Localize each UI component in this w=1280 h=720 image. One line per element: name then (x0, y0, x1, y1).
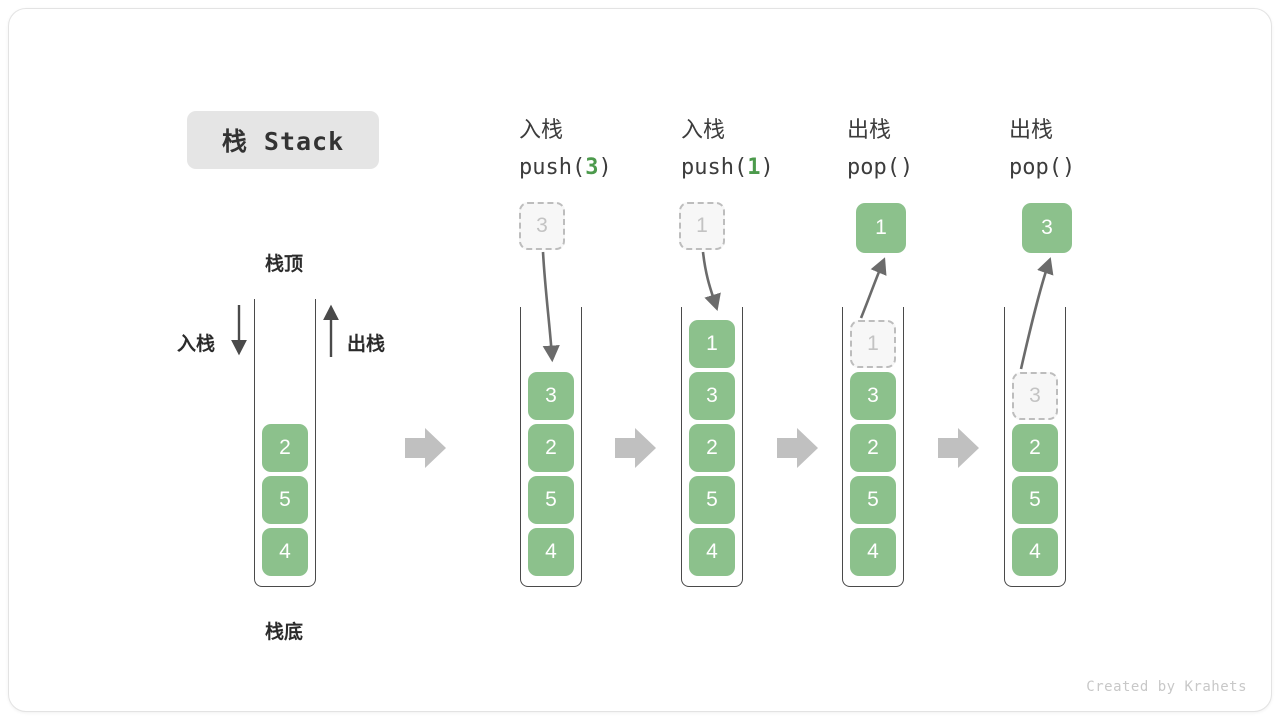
stack-cell: 4 (1012, 528, 1058, 576)
pop-side-label: 出栈 (347, 334, 386, 355)
stack-cell: 1 (850, 320, 896, 368)
stack-cell: 2 (850, 424, 896, 472)
step-header-line1: 入栈 (681, 118, 726, 143)
stack-bottom-label: 栈底 (264, 622, 303, 643)
step-header-line2: pop() (847, 149, 1027, 186)
footer-credit: Created by Krahets (1086, 679, 1247, 695)
stack-cell: 1 (689, 320, 735, 368)
floating-cell: 3 (1022, 203, 1072, 253)
stack-cell: 3 (1012, 372, 1058, 420)
stack-cell: 5 (689, 476, 735, 524)
diagram-stage: 栈 Stack 栈顶 入栈 出栈 2 5 4 栈底 入栈 push(3) 3 3… (9, 9, 1271, 711)
stack-cell: 2 (528, 424, 574, 472)
stack-cell: 3 (850, 372, 896, 420)
stack-cell: 2 (1012, 424, 1058, 472)
step-close: ) (1061, 155, 1076, 180)
step-close: ) (760, 155, 774, 180)
stack-cell: 4 (528, 528, 574, 576)
floating-cell: 1 (679, 202, 725, 250)
diagram-frame: 栈 Stack 栈顶 入栈 出栈 2 5 4 栈底 入栈 push(3) 3 3… (8, 8, 1272, 712)
step-close: ) (899, 155, 914, 180)
step-header-line2: push(1) (681, 149, 861, 186)
step-header-line2: push(3) (519, 149, 699, 186)
title-badge: 栈 Stack (187, 111, 379, 169)
curved-arrow-push-1-icon (701, 251, 721, 311)
stack-cell: 5 (262, 476, 308, 524)
flow-arrow-icon (615, 428, 656, 468)
floating-cell: 3 (519, 202, 565, 250)
step-header-line1: 出栈 (847, 118, 892, 143)
stack-cell: 3 (528, 372, 574, 420)
stack-cell: 2 (262, 424, 308, 472)
stack-cell: 5 (1012, 476, 1058, 524)
step-header-push-3: 入栈 push(3) (519, 112, 699, 186)
stack-cell: 4 (262, 528, 308, 576)
step-header-push-1: 入栈 push(1) (681, 112, 861, 186)
flow-arrow-icon (405, 428, 446, 468)
step-op: pop( (847, 155, 900, 180)
step-arg: 3 (585, 155, 599, 180)
step-op: pop( (1009, 155, 1062, 180)
flow-arrow-icon (777, 428, 818, 468)
stack-top-label: 栈顶 (264, 254, 303, 275)
stack-cell: 2 (689, 424, 735, 472)
stack-cell: 4 (850, 528, 896, 576)
step-op: push( (519, 155, 586, 180)
stack-cell: 4 (689, 528, 735, 576)
push-side-label: 入栈 (177, 334, 216, 355)
floating-cell: 1 (856, 203, 906, 253)
step-header-pop-1: 出栈 pop() (847, 112, 1027, 186)
step-arg: 1 (747, 155, 761, 180)
stack-cell: 5 (850, 476, 896, 524)
step-header-pop-3: 出栈 pop() (1009, 112, 1189, 186)
stack-cell: 3 (689, 372, 735, 420)
stack-cell: 5 (528, 476, 574, 524)
step-close: ) (598, 155, 612, 180)
step-header-line2: pop() (1009, 149, 1189, 186)
step-op: push( (681, 155, 748, 180)
flow-arrow-icon (938, 428, 979, 468)
step-header-line1: 入栈 (519, 118, 564, 143)
step-header-line1: 出栈 (1009, 118, 1054, 143)
